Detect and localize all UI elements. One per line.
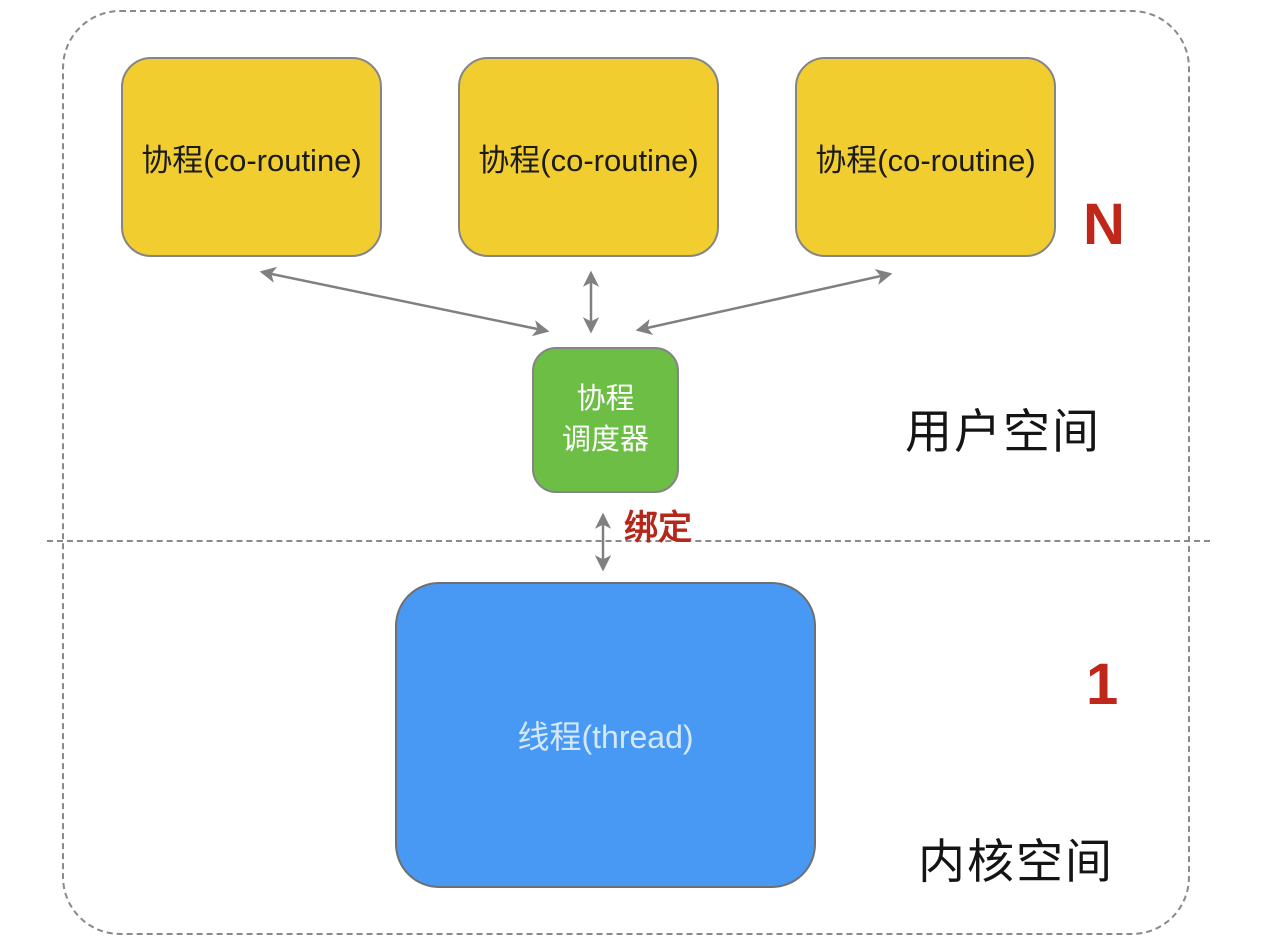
coroutine-box-1: 协程(co-routine): [121, 57, 382, 257]
scheduler-label-line2: 调度器: [561, 424, 649, 456]
thread-count-one: 1: [1086, 652, 1119, 717]
coroutine-box-1-label: 协程(co-routine): [141, 142, 362, 178]
coroutine-box-2: 协程(co-routine): [458, 57, 719, 257]
kernel-space-label: 内核空间: [918, 835, 1114, 888]
scheduler-label-line1: 协程: [576, 383, 635, 415]
coroutine-box-2-label: 协程(co-routine): [478, 142, 699, 178]
coroutine-count-n: N: [1083, 192, 1125, 257]
user-kernel-divider-line: [47, 540, 1210, 542]
thread-box: 线程(thread): [395, 582, 816, 888]
user-space-label: 用户空间: [905, 405, 1101, 458]
scheduler-box: 协程 调度器: [532, 347, 679, 493]
binding-label: 绑定: [624, 509, 692, 547]
thread-label: 线程(thread): [517, 719, 694, 755]
coroutine-box-3-label: 协程(co-routine): [815, 142, 1036, 178]
coroutine-box-3: 协程(co-routine): [795, 57, 1056, 257]
system-boundary-dashed-box: [62, 10, 1190, 935]
